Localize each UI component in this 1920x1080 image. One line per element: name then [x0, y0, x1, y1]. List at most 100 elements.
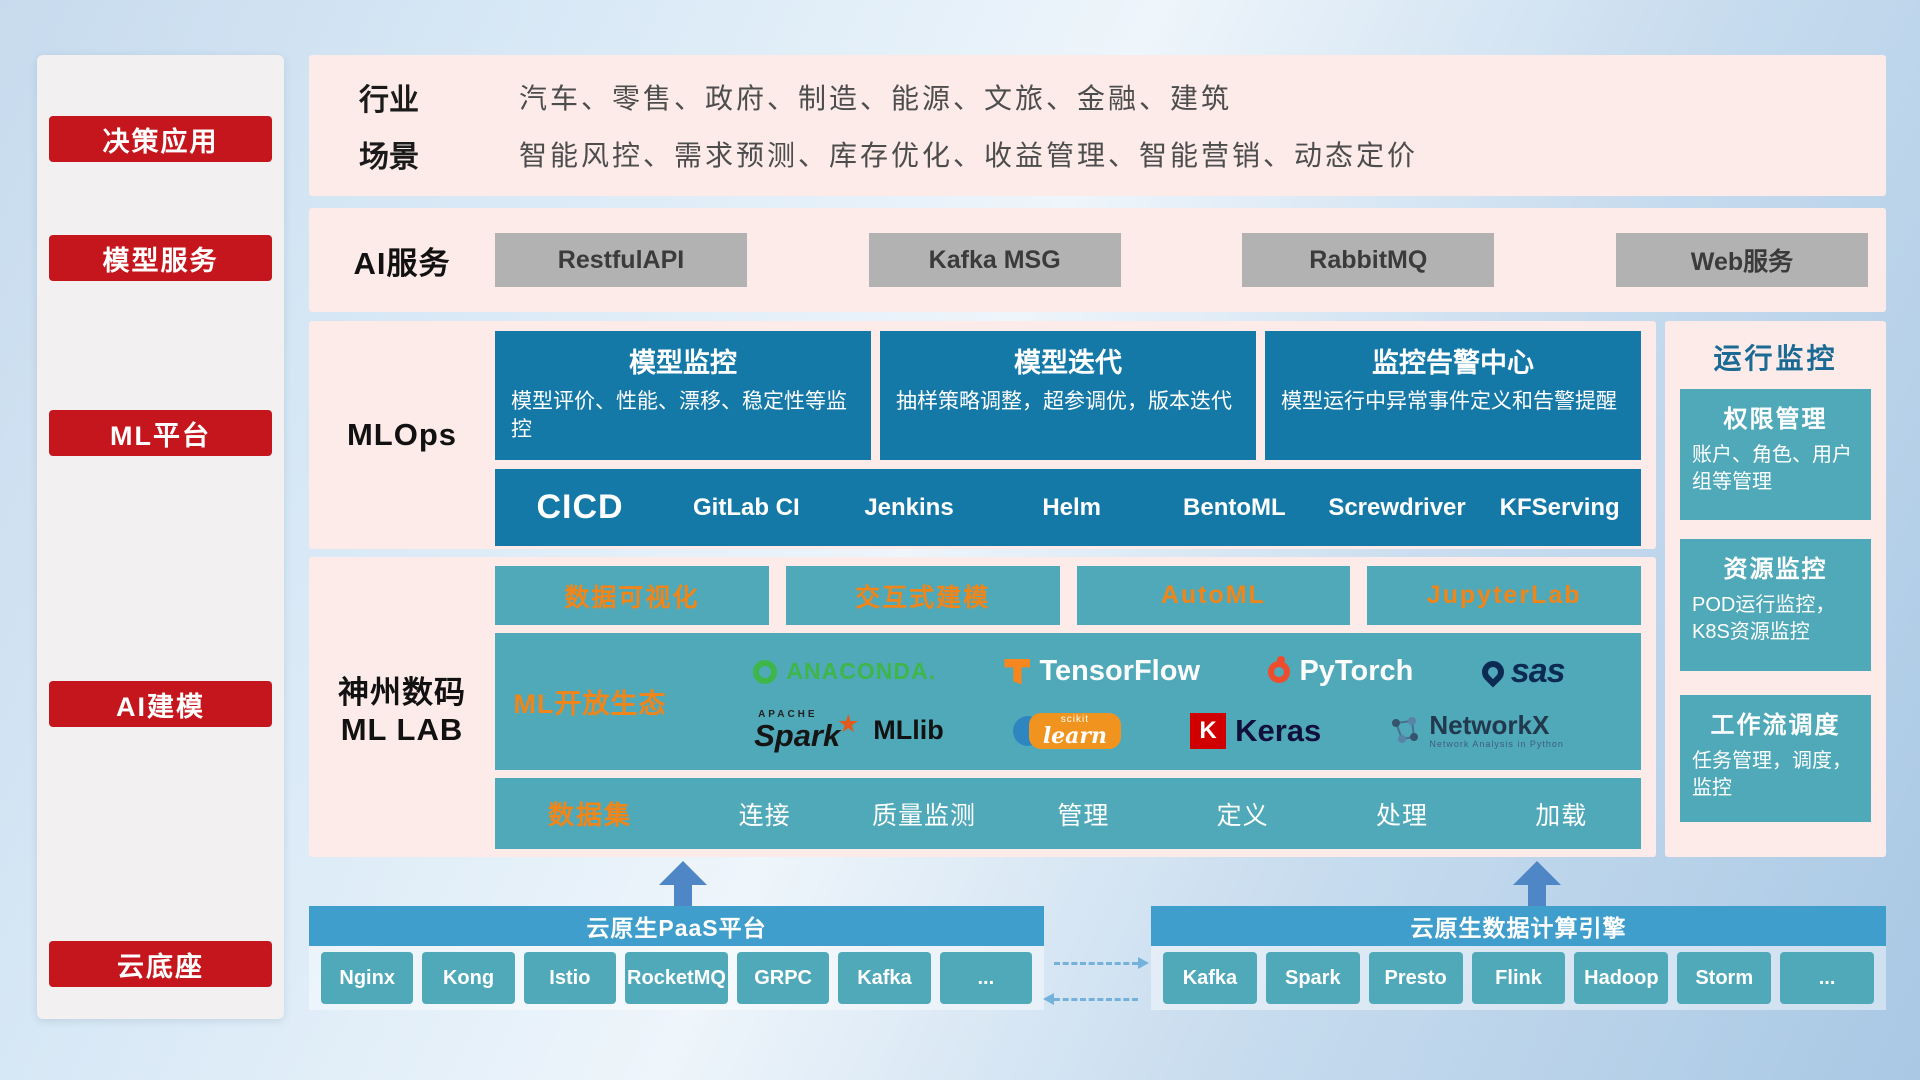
industry-band: 行业 汽车、零售、政府、制造、能源、文旅、金融、建筑 场景 智能风控、需求预测、…	[309, 55, 1886, 196]
engine-title: 云原生数据计算引擎	[1410, 915, 1627, 941]
kong-button[interactable]: Kong	[422, 952, 515, 1004]
scenario-text: 智能风控、需求预测、库存优化、收益管理、智能营销、动态定价	[519, 139, 1419, 171]
ml-ecosystem-label: ML开放生态	[513, 689, 667, 719]
dataset-item-manage: 管理	[1057, 801, 1110, 830]
sidebar-item-model-service[interactable]: 模型服务	[49, 235, 272, 281]
pytorch-logo: PyTorch	[1268, 655, 1413, 688]
mllab-top-buttons: 数据可视化 交互式建模 AutoML JupyterLab	[495, 566, 1641, 625]
permission-card: 权限管理 账户、角色、用户组等管理	[1680, 389, 1871, 520]
hadoop-button[interactable]: Hadoop	[1574, 952, 1669, 1004]
data-visualization-button[interactable]: 数据可视化	[495, 566, 769, 625]
jupyterlab-button[interactable]: JupyterLab	[1367, 566, 1641, 625]
dashed-arrow-left-icon	[1043, 993, 1138, 1005]
scikit-learn-logo: scikit learn	[1012, 712, 1122, 749]
mllab-label-line2: ML LAB	[340, 711, 464, 747]
storm-button[interactable]: Storm	[1677, 952, 1772, 1004]
kafka-msg-button[interactable]: Kafka MSG	[868, 233, 1121, 287]
cicd-item-jenkins: Jenkins	[864, 493, 954, 521]
workflow-scheduler-title: 工作流调度	[1710, 712, 1841, 739]
cicd-label: CICD	[536, 488, 624, 526]
scenario-row: 场景 智能风控、需求预测、库存优化、收益管理、智能营销、动态定价	[309, 132, 1886, 176]
spark-logo: APACHE Spark	[754, 710, 858, 751]
flink-button[interactable]: Flink	[1471, 952, 1566, 1004]
sas-swoosh-icon	[1477, 655, 1509, 688]
mlops-band: MLOps 模型监控 模型评价、性能、漂移、稳定性等监控 模型迭代 抽样策略调整…	[309, 321, 1656, 549]
sas-text: sas	[1510, 652, 1566, 690]
ai-service-buttons: RestfulAPI Kafka MSG RabbitMQ Web服务	[495, 233, 1868, 287]
ai-service-label: AI服务	[353, 245, 451, 281]
mllab-band: 神州数码 ML LAB 数据可视化 交互式建模 AutoML JupyterLa…	[309, 557, 1656, 857]
model-monitor-title: 模型监控	[629, 348, 737, 378]
pytorch-flame-icon	[1268, 655, 1291, 683]
engine-header: 云原生数据计算引擎	[1151, 906, 1886, 946]
tensorflow-icon	[1004, 658, 1031, 685]
workflow-scheduler-desc: 任务管理，调度，监控	[1692, 750, 1852, 799]
cicd-row: CICD GitLab CI Jenkins Helm BentoML Scre…	[495, 469, 1641, 546]
paas-header: 云原生PaaS平台	[309, 906, 1044, 946]
dataset-item-quality: 质量监测	[871, 801, 976, 830]
rocketmq-button[interactable]: RocketMQ	[625, 952, 728, 1004]
mllib-text: MLlib	[873, 715, 944, 745]
mllab-label-line1: 神州数码	[338, 674, 466, 710]
cicd-item-screwdriver: Screwdriver	[1328, 493, 1466, 521]
keras-k-icon: K	[1190, 712, 1227, 749]
interactive-modeling-button[interactable]: 交互式建模	[785, 566, 1060, 625]
web-service-button[interactable]: Web服务	[1615, 233, 1868, 287]
resource-monitor-title: 资源监控	[1723, 556, 1828, 583]
sidebar-item-decision-app[interactable]: 决策应用	[49, 116, 272, 162]
dataset-label: 数据集	[547, 800, 632, 830]
sidebar-item-ai-modeling[interactable]: AI建模	[49, 681, 272, 727]
anaconda-logo: ANACONDA.	[753, 658, 936, 685]
sidebar-item-ml-platform[interactable]: ML平台	[49, 410, 272, 456]
automl-button[interactable]: AutoML	[1076, 566, 1351, 625]
resource-monitor-desc: POD运行监控，K8S资源监控	[1692, 594, 1836, 643]
engine-strip: Kafka Spark Presto Flink Hadoop Storm ..…	[1151, 946, 1886, 1010]
nginx-button[interactable]: Nginx	[321, 952, 414, 1004]
resource-monitor-card: 资源监控 POD运行监控，K8S资源监控	[1680, 539, 1871, 671]
dataset-item-process: 处理	[1375, 801, 1428, 830]
paas-more-button[interactable]: ...	[939, 952, 1032, 1004]
mlops-label-col: MLOps	[309, 321, 495, 549]
model-monitor-card: 模型监控 模型评价、性能、漂移、稳定性等监控	[495, 331, 871, 460]
model-iteration-desc: 抽样策略调整，超参调优，版本迭代	[896, 390, 1232, 413]
industry-row: 行业 汽车、零售、政府、制造、能源、文旅、金融、建筑	[309, 75, 1886, 119]
permission-desc: 账户、角色、用户组等管理	[1692, 444, 1852, 493]
anaconda-ring-icon	[753, 659, 778, 684]
workflow-scheduler-card: 工作流调度 任务管理，调度，监控	[1680, 695, 1871, 822]
engine-kafka-button[interactable]: Kafka	[1163, 952, 1257, 1004]
model-monitor-desc: 模型评价、性能、漂移、稳定性等监控	[511, 390, 847, 442]
spark-star-icon	[838, 714, 858, 733]
apache-text: APACHE	[758, 709, 818, 720]
engine-more-button[interactable]: ...	[1780, 952, 1875, 1004]
cicd-item-kfserving: KFServing	[1499, 493, 1620, 521]
runtime-monitor-column: 运行监控 权限管理 账户、角色、用户组等管理 资源监控 POD运行监控，K8S资…	[1665, 321, 1886, 857]
rabbitmq-button[interactable]: RabbitMQ	[1242, 233, 1495, 287]
mlops-content: 模型监控 模型评价、性能、漂移、稳定性等监控 模型迭代 抽样策略调整，超参调优，…	[495, 321, 1641, 549]
presto-button[interactable]: Presto	[1368, 952, 1463, 1004]
istio-button[interactable]: Istio	[523, 952, 617, 1004]
ai-service-label-col: AI服务	[309, 238, 495, 283]
scikit-learn-text: learn	[1042, 722, 1108, 749]
tensorflow-logo: TensorFlow	[1004, 655, 1200, 688]
paas-strip: Nginx Kong Istio RocketMQ GRPC Kafka ...	[309, 946, 1044, 1010]
kafka-button[interactable]: Kafka	[838, 952, 931, 1004]
alert-center-desc: 模型运行中异常事件定义和告警提醒	[1281, 390, 1617, 413]
sidebar-item-cloud-base[interactable]: 云底座	[49, 941, 272, 987]
model-iteration-title: 模型迭代	[1014, 348, 1122, 378]
industry-label: 行业	[359, 84, 419, 118]
dataset-row: 数据集 连接 质量监测 管理 定义 处理 加载	[495, 778, 1641, 849]
keras-logo: K Keras	[1190, 712, 1321, 749]
tensorflow-text: TensorFlow	[1039, 655, 1201, 687]
spark-text: Spark	[754, 718, 841, 753]
scikit-top-text: scikit	[1060, 713, 1090, 725]
restfulapi-button[interactable]: RestfulAPI	[495, 233, 747, 287]
networkx-logo: NetworkX Network Analysis in Python	[1390, 711, 1564, 749]
ml-ecosystem-block: ML开放生态 ANACONDA. TensorFlow	[495, 633, 1641, 770]
grpc-button[interactable]: GRPC	[736, 952, 830, 1004]
engine-spark-button[interactable]: Spark	[1265, 952, 1360, 1004]
alert-center-title: 监控告警中心	[1372, 348, 1534, 378]
runtime-monitor-title: 运行监控	[1713, 343, 1838, 374]
mlops-label: MLOps	[346, 417, 458, 452]
mllab-content: 数据可视化 交互式建模 AutoML JupyterLab ML开放生态 ANA…	[495, 557, 1641, 857]
pytorch-text: PyTorch	[1299, 655, 1414, 687]
